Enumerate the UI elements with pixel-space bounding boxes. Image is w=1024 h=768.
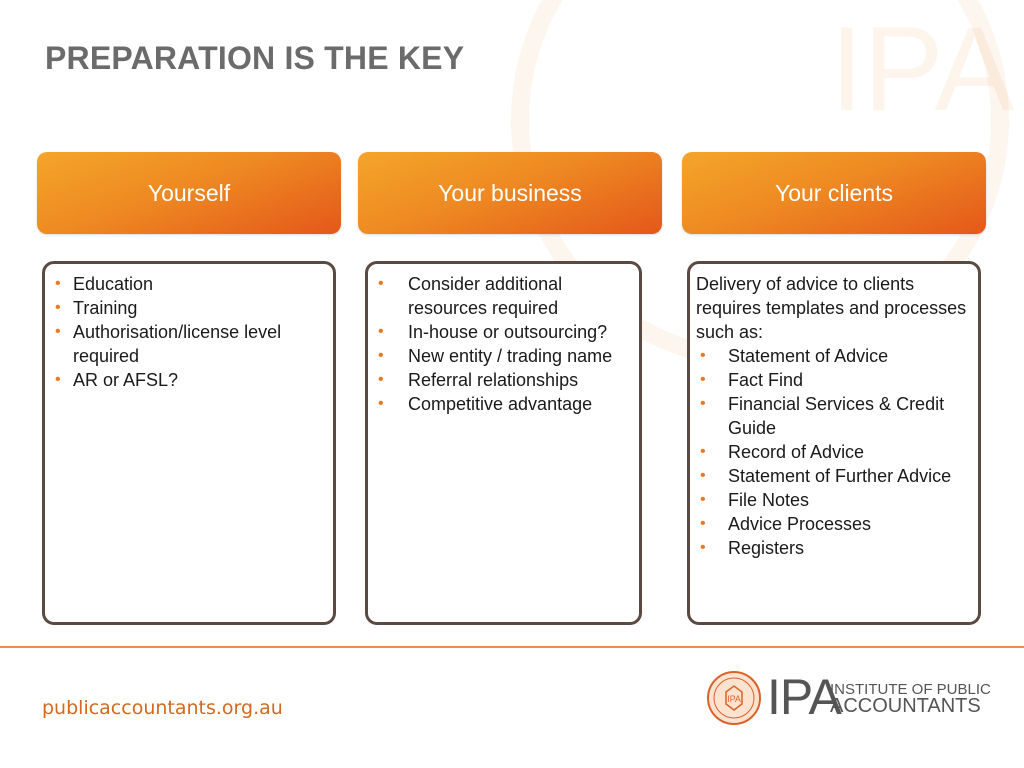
footer-url[interactable]: publicaccountants.org.au	[42, 697, 283, 719]
your-clients-list: •Statement of Advice •Fact Find •Financi…	[696, 344, 972, 560]
logo-line-2: ACCOUNTANTS	[830, 695, 981, 717]
bullet-icon: •	[55, 275, 61, 292]
list-item: •Record of Advice	[700, 442, 865, 462]
list-item: •AR or AFSL?	[55, 370, 179, 390]
bullet-icon: •	[700, 347, 706, 364]
list-item: •In-house or outsourcing?	[378, 322, 608, 342]
logo-line-1: INSTITUTE OF PUBLIC	[830, 681, 991, 698]
list-item: •New entity / trading name	[378, 346, 613, 366]
bullet-icon: •	[378, 395, 384, 412]
bullet-icon: •	[55, 323, 61, 340]
header-your-clients: Your clients	[682, 152, 986, 234]
bullet-icon: •	[700, 371, 706, 388]
list-item: •Statement of Advice	[700, 346, 889, 366]
header-your-business: Your business	[358, 152, 662, 234]
list-item: •Fact Find	[700, 370, 804, 390]
yourself-list: •Education •Training •Authorisation/lice…	[53, 272, 325, 392]
your-clients-box: Delivery of advice to clients requires t…	[687, 261, 981, 625]
bullet-icon: •	[378, 371, 384, 388]
bullet-icon: •	[700, 467, 706, 484]
ipa-seal-icon: IPA	[707, 671, 761, 725]
list-item: •Registers	[700, 538, 805, 558]
list-item: •File Notes	[700, 490, 810, 510]
slide-title: PREPARATION IS THE KEY	[45, 40, 465, 76]
list-item: •Referral relationships	[378, 370, 579, 390]
list-item: •Statement of Further Advice	[700, 466, 952, 486]
bullet-icon: •	[378, 323, 384, 340]
list-item: •Consider additional resources required	[378, 274, 563, 318]
list-item: •Financial Services & Credit Guide	[700, 394, 945, 438]
list-item: •Education	[55, 274, 154, 294]
your-business-box: •Consider additional resources required …	[365, 261, 642, 625]
yourself-box: •Education •Training •Authorisation/lice…	[42, 261, 336, 625]
logo-abbr: IPA	[767, 669, 842, 725]
bullet-icon: •	[55, 371, 61, 388]
bullet-icon: •	[700, 539, 706, 556]
header-yourself: Yourself	[37, 152, 341, 234]
bullet-icon: •	[55, 299, 61, 316]
bullet-icon: •	[378, 275, 384, 292]
seal-text: IPA	[727, 694, 741, 704]
bullet-icon: •	[700, 515, 706, 532]
bullet-icon: •	[378, 347, 384, 364]
your-business-list: •Consider additional resources required …	[376, 272, 631, 416]
list-item: •Authorisation/license level required	[55, 322, 282, 366]
watermark-text: IPA	[830, 2, 1015, 136]
bullet-icon: •	[700, 491, 706, 508]
clients-intro: Delivery of advice to clients requires t…	[696, 274, 967, 342]
list-item: •Competitive advantage	[378, 394, 593, 414]
list-item: •Advice Processes	[700, 514, 872, 534]
bullet-icon: •	[700, 395, 706, 412]
list-item: •Training	[55, 298, 138, 318]
bullet-icon: •	[700, 443, 706, 460]
footer-divider	[0, 646, 1024, 648]
